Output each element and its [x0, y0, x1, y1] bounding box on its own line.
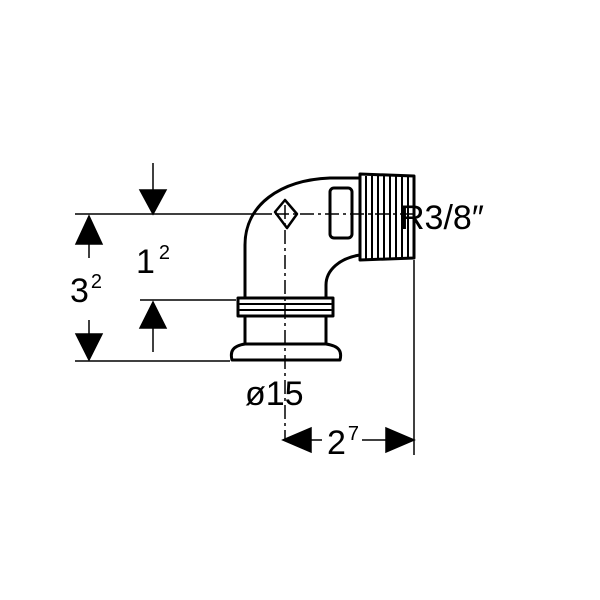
width-base: 2: [327, 424, 346, 462]
arrow-down-height: [74, 333, 104, 362]
elbow-outer-wall: [243, 176, 362, 300]
socket-body: [243, 314, 328, 346]
arrow-up-center: [138, 300, 168, 329]
elbow-inner-wall: [324, 253, 362, 300]
center-lines: [275, 205, 415, 440]
overall-height-sup: 2: [91, 271, 102, 293]
side-port: [328, 186, 354, 240]
dimension-arrows: [74, 163, 416, 454]
width-sup: 7: [348, 423, 359, 445]
threaded-end: [358, 172, 416, 262]
center-height-base: 1: [136, 243, 155, 281]
bend-boss: [273, 198, 299, 230]
arrow-left-width: [281, 426, 312, 454]
thread-size-label: R3/8″: [400, 199, 484, 237]
socket-base: [229, 342, 343, 362]
arrow-up-height: [74, 214, 104, 245]
diameter-label: ø15: [245, 375, 304, 413]
extension-lines: [75, 213, 415, 455]
elbow-fitting: [229, 172, 416, 362]
center-height-sup: 2: [159, 242, 170, 264]
thread-ridges: [365, 176, 409, 259]
overall-height-base: 3: [70, 272, 89, 310]
arrow-down-top: [138, 189, 168, 216]
press-collar: [236, 296, 335, 318]
arrow-right-width: [385, 426, 416, 454]
